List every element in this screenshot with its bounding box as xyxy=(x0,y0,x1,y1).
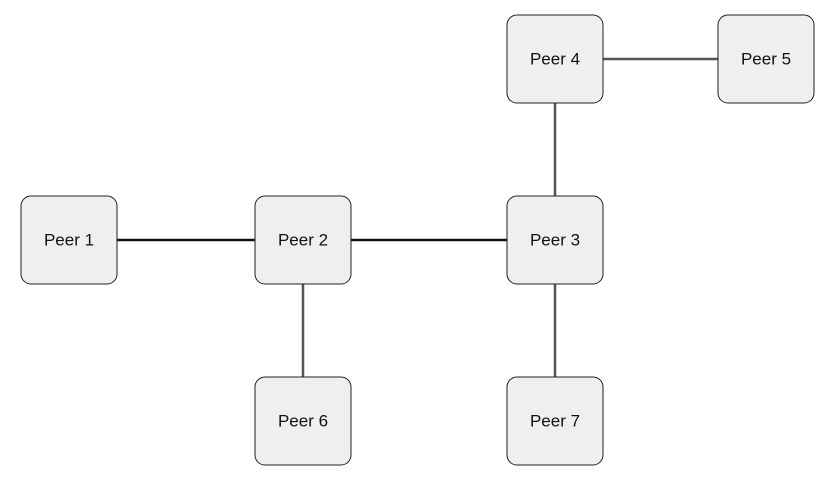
node-peer-7-label: Peer 7 xyxy=(530,412,580,431)
node-peer-4[interactable]: Peer 4 xyxy=(506,14,604,104)
node-peer-3[interactable]: Peer 3 xyxy=(506,195,604,285)
node-peer-5-box xyxy=(717,14,815,104)
node-peer-2-label: Peer 2 xyxy=(278,231,328,250)
node-peer-6-box xyxy=(254,376,352,466)
node-peer-7[interactable]: Peer 7 xyxy=(506,376,604,466)
node-peer-1-box xyxy=(20,195,118,285)
node-peer-5[interactable]: Peer 5 xyxy=(717,14,815,104)
node-peer-6-label: Peer 6 xyxy=(278,412,328,431)
node-peer-3-box xyxy=(506,195,604,285)
node-peer-7-box xyxy=(506,376,604,466)
node-peer-1-label: Peer 1 xyxy=(44,231,94,250)
node-peer-2[interactable]: Peer 2 xyxy=(254,195,352,285)
node-peer-4-label: Peer 4 xyxy=(530,50,580,69)
node-peer-6[interactable]: Peer 6 xyxy=(254,376,352,466)
node-peer-1[interactable]: Peer 1 xyxy=(20,195,118,285)
edges xyxy=(117,57,718,377)
node-peer-3-label: Peer 3 xyxy=(530,231,580,250)
node-peer-5-label: Peer 5 xyxy=(741,50,791,69)
node-peer-4-box xyxy=(506,14,604,104)
node-peer-2-box xyxy=(254,195,352,285)
